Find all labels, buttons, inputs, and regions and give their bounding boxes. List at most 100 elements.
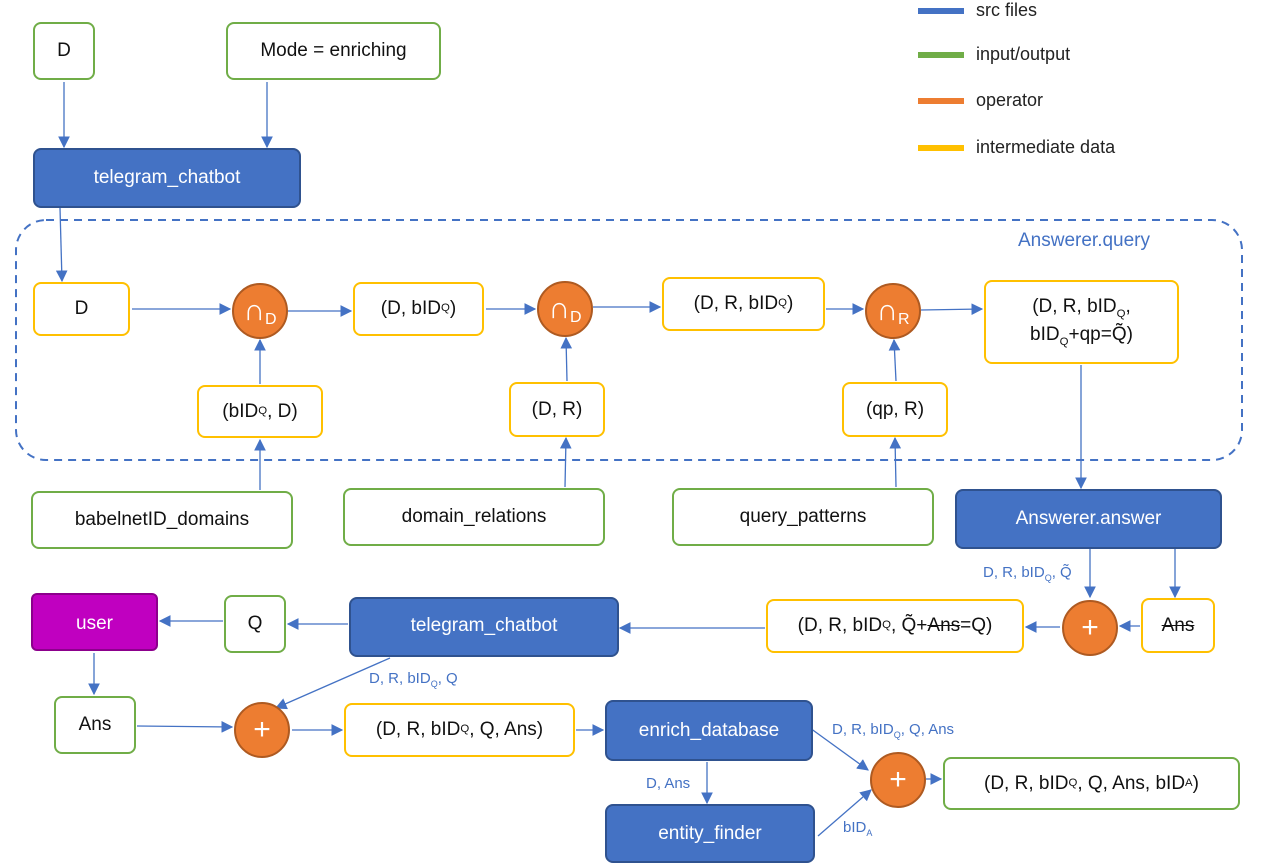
edge-label-bida: bIDA <box>843 819 872 838</box>
legend-src-files: src files <box>918 0 1037 21</box>
subscript: Q <box>1116 307 1126 320</box>
text: =Q) <box>960 615 993 637</box>
edge-op3-to-result <box>920 303 984 316</box>
text: D, R, bID <box>832 721 894 738</box>
text: bID <box>843 819 867 836</box>
legend-input-output: input/output <box>918 44 1070 65</box>
legend-swatch-io <box>918 51 964 58</box>
subscript: Q <box>778 297 787 310</box>
operator-symbol: ∩ <box>243 294 265 327</box>
legend-swatch-op <box>918 97 964 104</box>
region-title: Answerer.query <box>1018 230 1151 251</box>
subscript: Q <box>1059 335 1069 348</box>
text: (D, R, bID <box>1032 295 1117 317</box>
edge-label-answer-in: D, R, bIDQ, Q̃ <box>983 564 1072 583</box>
plus-operator-2: + <box>234 702 290 758</box>
d-input-node: D <box>33 22 95 80</box>
edge-enrich-to-op6 <box>809 727 869 771</box>
text: ) <box>787 293 794 315</box>
operator-symbol: + <box>1081 611 1099 644</box>
text: +qp=Q̃) <box>1068 324 1133 345</box>
legend-label: operator <box>976 90 1044 110</box>
edge-label-d-ans: D, Ans <box>646 775 691 792</box>
edge-qpr-to-op3 <box>888 338 901 382</box>
legend-swatch-inter <box>918 144 964 151</box>
text: (D, R, bID <box>375 719 461 741</box>
domain-relations-node: domain_relations <box>343 488 605 546</box>
legend-label: input/output <box>976 44 1071 64</box>
subscript: A <box>866 828 873 838</box>
struck-ans-node: Ans <box>1141 598 1215 653</box>
plus-operator-1: + <box>1062 600 1118 656</box>
text: , <box>1125 295 1131 317</box>
result-line-1: (D, R, bIDQ, <box>1032 294 1131 322</box>
answerer-query-region <box>15 219 1243 461</box>
mode-node: Mode = enriching <box>226 22 441 80</box>
subscript: Q <box>440 302 450 315</box>
q-node: Q <box>224 595 286 653</box>
text: , D) <box>267 400 298 422</box>
user-node: user <box>31 593 158 651</box>
text: (D, R, bID <box>797 615 883 637</box>
text: , Q̃+ <box>890 615 928 637</box>
text: , Q, Ans) <box>469 719 544 741</box>
operator-symbol: + <box>889 763 907 796</box>
subscript: Q <box>460 723 470 736</box>
answerer-answer-node: Answerer.answer <box>955 489 1222 549</box>
subscript: Q <box>893 730 901 740</box>
edge-dr-to-op2 <box>560 336 573 382</box>
legend-label: intermediate data <box>976 137 1116 157</box>
edge-relations-to-dr <box>559 436 572 488</box>
operator-symbol: + <box>253 713 271 746</box>
intersect-r-operator: ∩R <box>865 283 921 339</box>
text: (D, R, bID <box>693 293 779 315</box>
text: (D, R, bID <box>984 772 1069 794</box>
edge-finder-to-op6 <box>817 789 872 837</box>
intersect-d-operator-2: ∩D <box>537 281 593 337</box>
edge-ans-to-op5 <box>136 721 234 733</box>
legend-intermediate: intermediate data <box>918 137 1115 158</box>
telegram-chatbot-top-node: telegram_chatbot <box>33 148 301 208</box>
text: ) <box>449 298 457 320</box>
result-line-2: bIDQ+qp=Q̃) <box>1030 322 1133 350</box>
d-r-node: (D, R) <box>509 382 605 437</box>
edge-label-enrich-out: D, R, bIDQ, Q, Ans <box>832 721 954 740</box>
subscript: A <box>1185 776 1193 789</box>
plus-operator-3: + <box>870 752 926 808</box>
text: , Q <box>437 670 458 687</box>
operator-subscript: D <box>265 311 277 328</box>
edge-chatbot-to-d <box>55 207 68 283</box>
edge-patterns-to-qpr <box>889 436 902 488</box>
operator-symbol: ∩ <box>548 292 570 325</box>
enrich-database-node: enrich_database <box>605 700 813 761</box>
ans-node: Ans <box>54 696 136 754</box>
query-patterns-node: query_patterns <box>672 488 934 546</box>
text: (D, bID <box>380 298 441 320</box>
text: D, R, bID <box>369 670 431 687</box>
edge-label-chatbot-out: D, R, bIDQ, Q <box>369 670 458 689</box>
intersect-d-operator-1: ∩D <box>232 283 288 339</box>
legend-operator: operator <box>918 90 1043 111</box>
subscript: Q <box>430 679 438 689</box>
legend-label: src files <box>976 0 1038 20</box>
telegram-chatbot-bottom-node: telegram_chatbot <box>349 597 619 657</box>
text: , Q, Ans, bID <box>1077 772 1186 794</box>
subscript: Q <box>1068 776 1078 789</box>
babelnet-domains-node: babelnetID_domains <box>31 491 293 549</box>
text: ) <box>1192 772 1199 794</box>
d-inner-node: D <box>33 282 130 336</box>
operator-symbol: ∩ <box>876 294 898 327</box>
operator-subscript: R <box>898 311 910 328</box>
text: (bID <box>222 400 259 422</box>
operator-subscript: D <box>570 309 582 326</box>
query-result-node: (D, R, bIDQ, bIDQ+qp=Q̃) <box>984 280 1179 364</box>
subscript: Q <box>258 404 268 417</box>
text: , Q, Ans <box>900 721 955 738</box>
